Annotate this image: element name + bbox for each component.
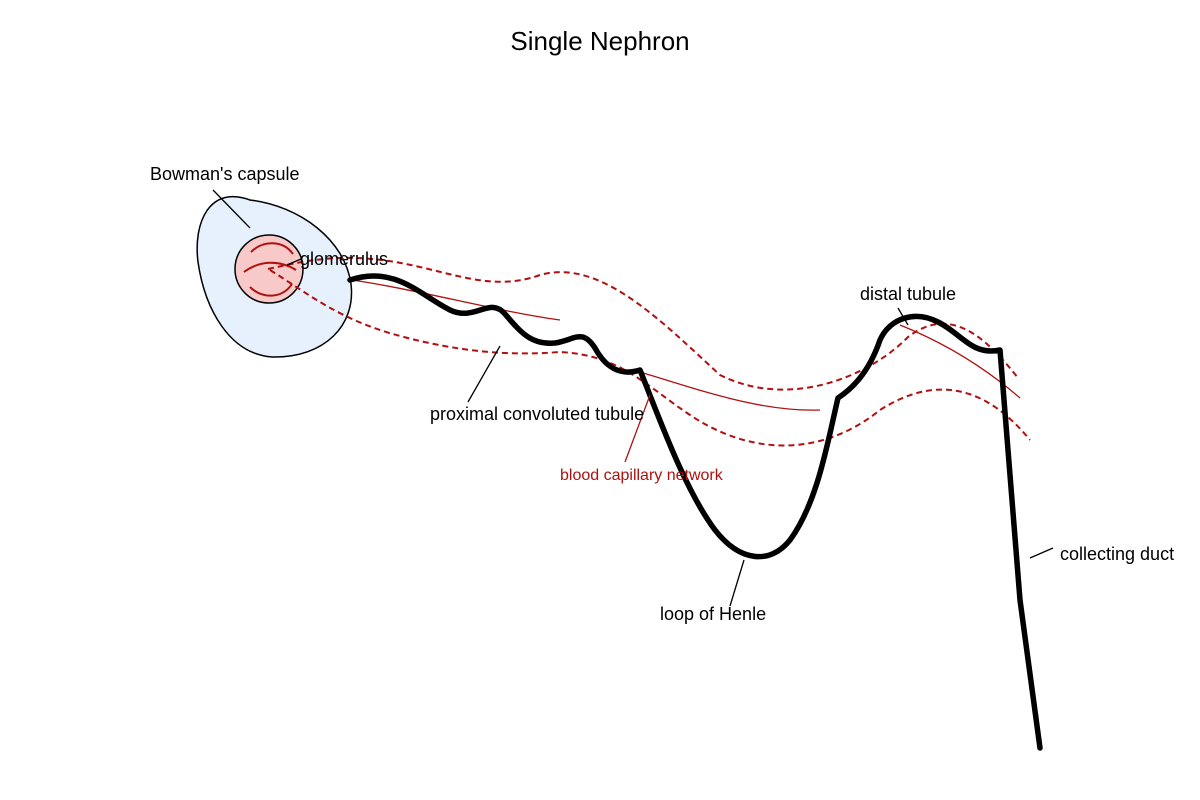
bowmans-capsule-leader — [212, 189, 251, 229]
glomerulus-leader — [286, 258, 302, 266]
blood-capillary-label: blood capillary network — [560, 467, 724, 484]
collecting-duct-label: collecting duct — [1060, 544, 1174, 564]
glomerulus-label: glomerulus — [300, 249, 388, 269]
capillary-vessel-thin-distal — [899, 324, 1021, 399]
capillary-vessel-thin-loop — [639, 371, 821, 411]
capillary-vessel-lower — [269, 269, 1031, 447]
diagram-title: Single Nephron — [510, 26, 689, 56]
bowmans-capsule-label: Bowman's capsule — [150, 164, 300, 184]
loop-of-henle-label: loop of Henle — [660, 604, 766, 624]
blood-capillary-leader — [624, 394, 651, 463]
proximal-tubule-leader — [467, 345, 501, 403]
distal-tubule-label: distal tubule — [860, 284, 956, 304]
collecting-duct-leader — [1029, 547, 1054, 559]
nephron-tubule — [347, 273, 1043, 751]
capillary-vessel-thin-proximal — [351, 279, 561, 321]
proximal-tubule-label: proximal convoluted tubule — [430, 404, 644, 424]
distal-tubule-leader — [897, 307, 909, 326]
loop-of-henle-leader — [729, 559, 745, 607]
glomerulus-capillary-loops — [243, 242, 297, 297]
